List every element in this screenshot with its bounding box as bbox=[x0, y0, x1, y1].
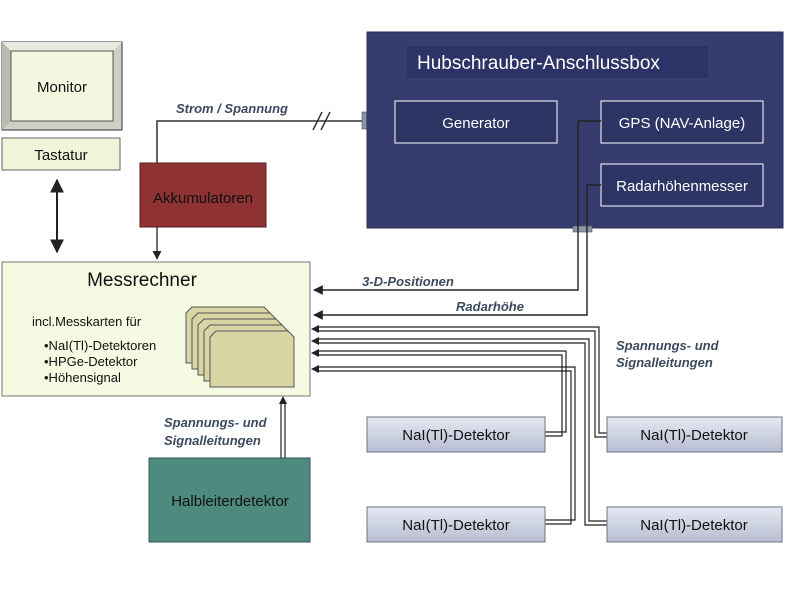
monitor: Monitor bbox=[1, 41, 123, 131]
generator-label: Generator bbox=[442, 115, 510, 132]
cables-left-label: Spannungs- und bbox=[164, 415, 268, 430]
power-line-label: Strom / Spannung bbox=[176, 101, 288, 116]
monitor-label: Monitor bbox=[37, 79, 87, 96]
heli-box-title: Hubschrauber-Anschlussbox bbox=[417, 53, 660, 74]
gps-signal-line bbox=[313, 120, 601, 295]
semiconductor-arrowhead bbox=[279, 396, 287, 404]
cables-right-label: Spannungs- und bbox=[616, 338, 720, 353]
cables-right-label: Signalleitungen bbox=[616, 355, 713, 370]
detector-label: NaI(Tl)-Detektor bbox=[402, 517, 510, 534]
detector: NaI(Tl)-Detektor bbox=[606, 416, 783, 453]
altitude-label: Radarhöhe bbox=[456, 299, 524, 314]
computer-title: Messrechner bbox=[87, 270, 197, 291]
semiconductor-label: Halbleiterdetektor bbox=[171, 493, 289, 510]
computer-item: •HPGe-Detektor bbox=[44, 354, 138, 369]
radar-box bbox=[600, 163, 764, 207]
generator-box bbox=[394, 100, 558, 144]
cable-arrowheads bbox=[311, 325, 319, 373]
detector: NaI(Tl)-Detektor bbox=[606, 506, 783, 543]
keyboard-label: Tastatur bbox=[34, 147, 87, 164]
heli-box: Hubschrauber-Anschlussbox Generator GPS … bbox=[366, 31, 784, 233]
detector: NaI(Tl)-Detektor bbox=[366, 506, 546, 543]
gps-label: GPS (NAV-Anlage) bbox=[619, 115, 745, 132]
cables-left-label: Signalleitungen bbox=[164, 433, 261, 448]
positions-label: 3-D-Positionen bbox=[362, 274, 454, 289]
detector: NaI(Tl)-Detektor bbox=[366, 416, 546, 453]
computer: Messrechner incl.Messkarten für •NaI(Tl)… bbox=[1, 261, 311, 397]
battery: Akkumulatoren bbox=[139, 162, 267, 228]
computer-subtitle: incl.Messkarten für bbox=[32, 314, 142, 329]
semiconductor-cable bbox=[280, 402, 286, 458]
gps-box bbox=[600, 100, 764, 144]
measurement-cards bbox=[185, 306, 295, 388]
battery-label: Akkumulatoren bbox=[153, 190, 253, 207]
radar-signal-line bbox=[313, 184, 601, 320]
power-line: Strom / Spannung bbox=[156, 101, 369, 163]
detector-label: NaI(Tl)-Detektor bbox=[402, 427, 510, 444]
detector-cables bbox=[316, 326, 607, 526]
radar-label: Radarhöhenmesser bbox=[616, 178, 748, 195]
keyboard: Tastatur bbox=[1, 137, 121, 171]
semiconductor-detector: Halbleiterdetektor bbox=[148, 457, 311, 543]
detector-label: NaI(Tl)-Detektor bbox=[640, 517, 748, 534]
detector-label: NaI(Tl)-Detektor bbox=[640, 427, 748, 444]
computer-item: •Höhensignal bbox=[44, 370, 121, 385]
computer-item: •NaI(Tl)-Detektoren bbox=[44, 338, 156, 353]
